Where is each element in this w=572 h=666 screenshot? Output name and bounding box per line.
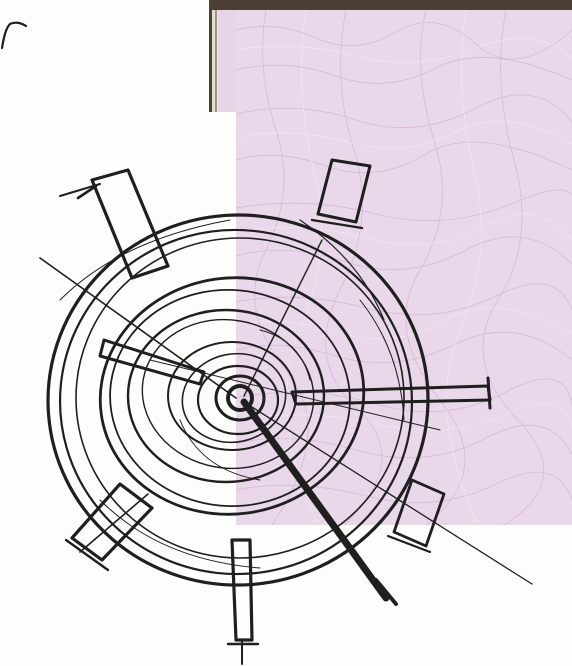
compass-rose-sketch-icon [0, 0, 572, 666]
collage-canvas [0, 0, 572, 666]
